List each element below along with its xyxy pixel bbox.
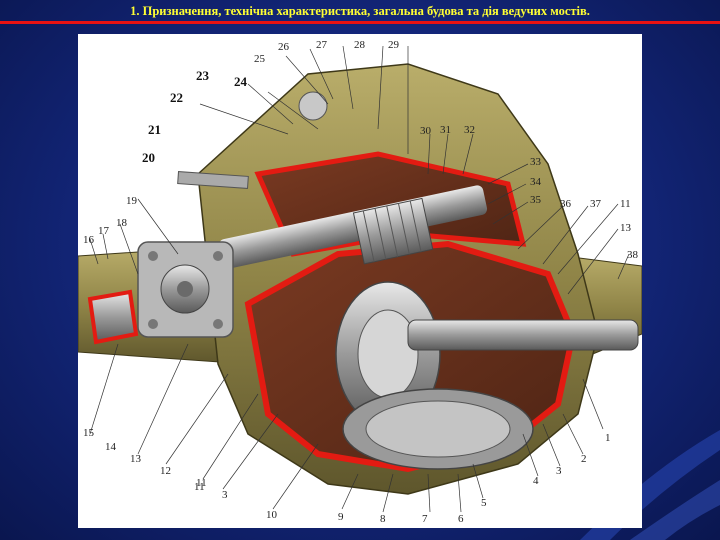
callout: 27 (316, 39, 328, 51)
callout: 22 (170, 90, 183, 105)
callout: 17 (98, 225, 110, 237)
slide-title: 1. Призначення, технічна характеристика,… (130, 4, 590, 18)
axle-illustration: 1 2 3 4 5 6 7 8 9 10 11 12 13 14 15 16 1… (78, 39, 642, 525)
callout-labels: 1 2 3 4 5 6 7 8 9 10 11 12 13 14 15 16 1… (83, 39, 639, 525)
callout: 19 (126, 195, 138, 207)
callout: 13 (620, 222, 632, 234)
callout: 32 (464, 124, 475, 136)
callout: 28 (354, 39, 366, 51)
callout: 12 (160, 465, 171, 477)
drive-axle-cutaway-diagram: 1 2 3 4 5 6 7 8 9 10 11 12 13 14 15 16 1… (78, 34, 642, 528)
callout: 2 (581, 453, 587, 465)
callout: 38 (627, 249, 639, 261)
callout: 14 (105, 441, 117, 453)
callout: 37 (590, 198, 602, 210)
callout: 11 (620, 198, 631, 210)
callout: 11 (196, 477, 207, 489)
callout: 33 (530, 156, 542, 168)
callout: 16 (83, 234, 95, 246)
callout: 4 (533, 475, 539, 487)
callout: 35 (530, 194, 542, 206)
callout: 9 (338, 511, 344, 523)
callout: 24 (234, 74, 248, 89)
callout: 3 (556, 465, 562, 477)
callout: 21 (148, 122, 161, 137)
callout: 15 (83, 427, 95, 439)
title-divider (0, 21, 720, 24)
callout: 30 (420, 125, 432, 137)
callout: 8 (380, 513, 386, 525)
callout: 11 (194, 481, 205, 493)
callout: 23 (196, 68, 210, 83)
callout: 18 (116, 217, 128, 229)
callout: 26 (278, 41, 290, 53)
callout: 31 (440, 124, 451, 136)
callout: 29 (388, 39, 400, 51)
callout: 1 (605, 432, 611, 444)
callout: 5 (481, 497, 487, 509)
callout: 6 (458, 513, 464, 525)
callout: 25 (254, 53, 266, 65)
callout: 7 (422, 513, 428, 525)
callout: 13 (130, 453, 142, 465)
callout: 10 (266, 509, 278, 521)
callout: 20 (142, 150, 155, 165)
callout: 36 (560, 198, 572, 210)
callout: 34 (530, 176, 542, 188)
callout: 3 (222, 489, 228, 501)
